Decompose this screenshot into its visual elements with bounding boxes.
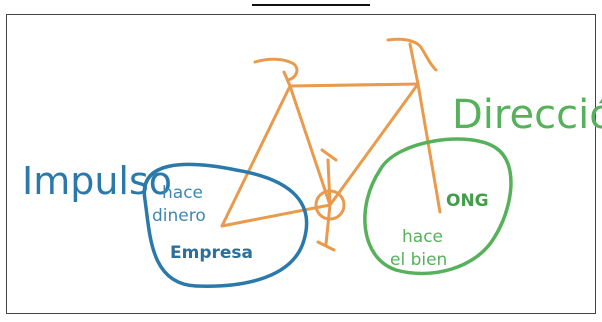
bike-head-tube [408, 42, 420, 86]
top-tab-indicator [252, 0, 370, 6]
ong-circle [363, 137, 513, 276]
bike-crank-upper [320, 148, 338, 207]
bike-seat-stay [220, 84, 292, 228]
bike-down-tube [328, 82, 420, 207]
bike-chain-stay [220, 203, 332, 228]
diagram-frame [6, 14, 596, 314]
empresa-name: Empresa [170, 243, 253, 263]
bike-top-tube [288, 82, 420, 88]
bike-handlebar [386, 37, 438, 72]
ong-name: ONG [446, 191, 489, 211]
bike-seat [253, 57, 299, 82]
bike-seat-tube [288, 84, 332, 207]
empresa-line1: hace [162, 183, 203, 203]
ong-line2: el bien [390, 250, 447, 270]
empresa-line2: dinero [152, 206, 206, 226]
bicycle-drawing [220, 37, 442, 252]
bike-seat-post [282, 70, 292, 88]
empresa-circle [142, 162, 309, 288]
impulso-label: Impulso [22, 159, 172, 203]
ong-line1: hace [402, 227, 443, 247]
direccion-label: Dirección [452, 92, 602, 138]
bike-crank-lower [316, 203, 336, 252]
bike-fork [416, 82, 442, 214]
